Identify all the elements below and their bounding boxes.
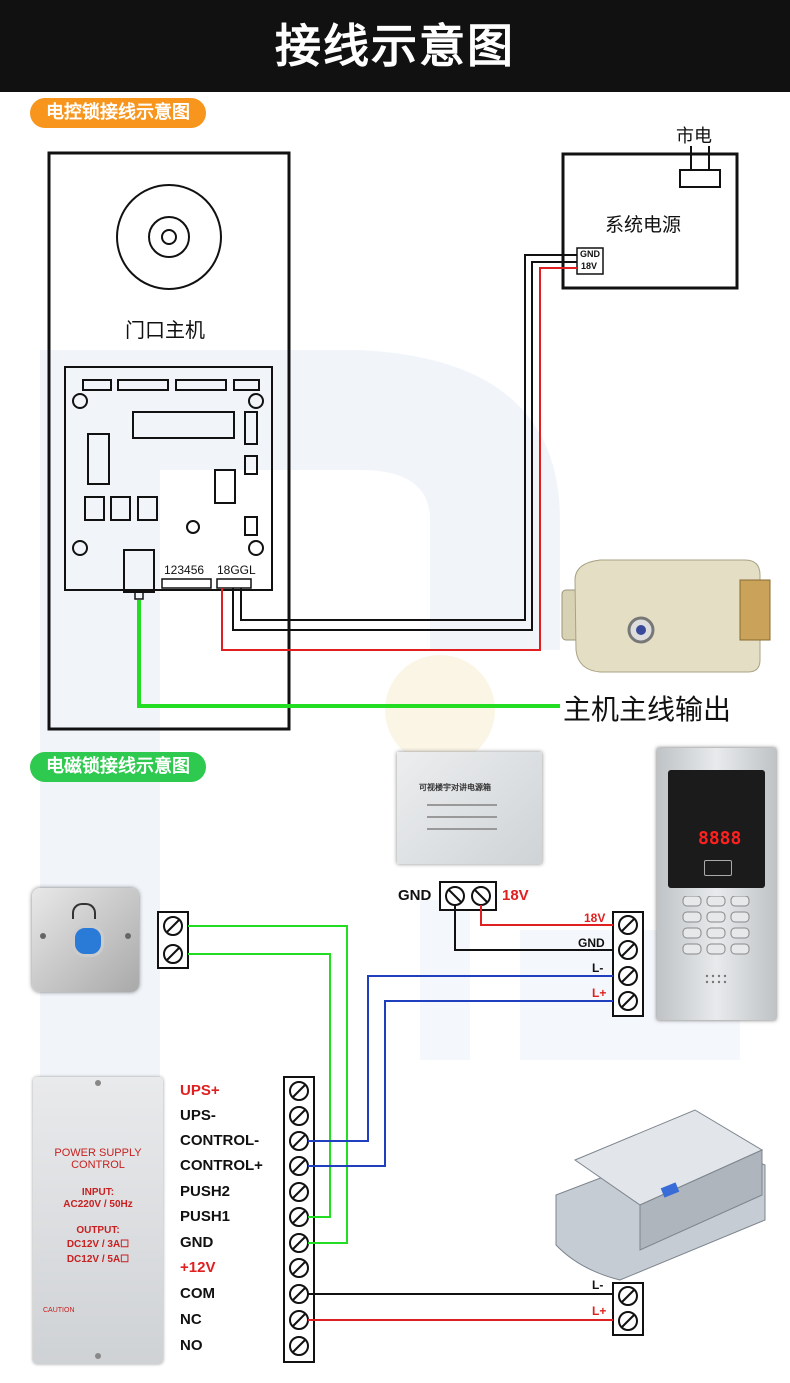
psu-term-no: NO [180, 1337, 203, 1354]
top-18v-label: 18V [502, 887, 529, 904]
psu-caution: CAUTION [43, 1307, 75, 1314]
psu-input-label: INPUT: [81, 1187, 115, 1198]
psu-term-gnd: GND [180, 1234, 214, 1251]
panel-term-l-plus: L+ [592, 986, 607, 1000]
magnetic-lock-image [555, 1109, 766, 1281]
connector-label-18ggl: 18GGL [217, 563, 256, 577]
psu-panel-title: POWER SUPPLY CONTROL [54, 1147, 142, 1171]
psu-output-label: OUTPUT: [76, 1225, 120, 1236]
electric-lock-image [561, 559, 771, 673]
terminal-gnd: GND [580, 249, 600, 259]
exit-button-photo [32, 888, 139, 992]
connector-123456 [161, 578, 212, 589]
mains-label: 市电 [676, 126, 712, 147]
psu-term-ups-plus: UPS+ [180, 1082, 220, 1099]
psu-input-value: AC220V / 50Hz [63, 1199, 133, 1210]
psu-output-2: DC12V / 5A☐ [66, 1254, 130, 1265]
psu-term-push2: PUSH2 [180, 1183, 231, 1200]
panel-terminals [612, 911, 644, 1017]
connector-label-123456: 123456 [164, 563, 205, 577]
psu-term-control-minus: CONTROL- [180, 1132, 260, 1149]
system-power-box [561, 152, 739, 290]
section-badge-magnetic-lock: 电磁锁接线示意图 [30, 752, 206, 782]
door-host-box [47, 151, 291, 731]
psu-term-push1: PUSH1 [180, 1208, 231, 1225]
panel-term-18v: 18V [584, 911, 606, 925]
psu-term-com: COM [180, 1285, 215, 1302]
psu-term-control-plus: CONTROL+ [180, 1157, 263, 1174]
psu-terminal-strip [283, 1076, 315, 1363]
power-supply-control-photo: POWER SUPPLY CONTROL INPUT: AC220V / 50H… [33, 1077, 163, 1364]
section-badge-electric-lock: 电控锁接线示意图 [30, 98, 206, 128]
maglock-term-l-minus: L- [592, 1278, 604, 1292]
terminal-18v: 18V [581, 261, 598, 271]
psu-output-1: DC12V / 3A☐ [66, 1239, 130, 1250]
system-power-label: 系统电源 [605, 214, 682, 236]
top-gnd-label: GND [398, 887, 432, 904]
panel-term-gnd: GND [578, 936, 605, 950]
maglock-terminals [612, 1282, 644, 1336]
page-title: 接线示意图 [275, 19, 515, 73]
intercom-power-photo: 可视楼宇对讲电源箱 [397, 752, 542, 864]
title-bar: 接线示意图 [0, 0, 790, 92]
speaker-icon [116, 184, 222, 290]
circuit-board [64, 366, 273, 591]
door-host-label: 门口主机 [125, 318, 205, 342]
photo-psu-title: 可视楼宇对讲电源箱 [419, 783, 491, 792]
maglock-term-l-plus: L+ [592, 1304, 607, 1318]
psu-term-nc: NC [180, 1311, 202, 1328]
psu-term-12v: +12V [180, 1259, 216, 1276]
host-output-label: 主机主线输出 [563, 693, 732, 726]
panel-term-l-minus: L- [592, 961, 604, 975]
electric-lock-diagram [47, 146, 771, 731]
psu-term-ups-minus: UPS- [180, 1107, 216, 1124]
intercom-panel-photo: 8888 [657, 748, 776, 1020]
exit-button-terminals [157, 911, 189, 969]
top-power-terminals [439, 881, 497, 911]
panel-display: 8888 [698, 828, 742, 849]
